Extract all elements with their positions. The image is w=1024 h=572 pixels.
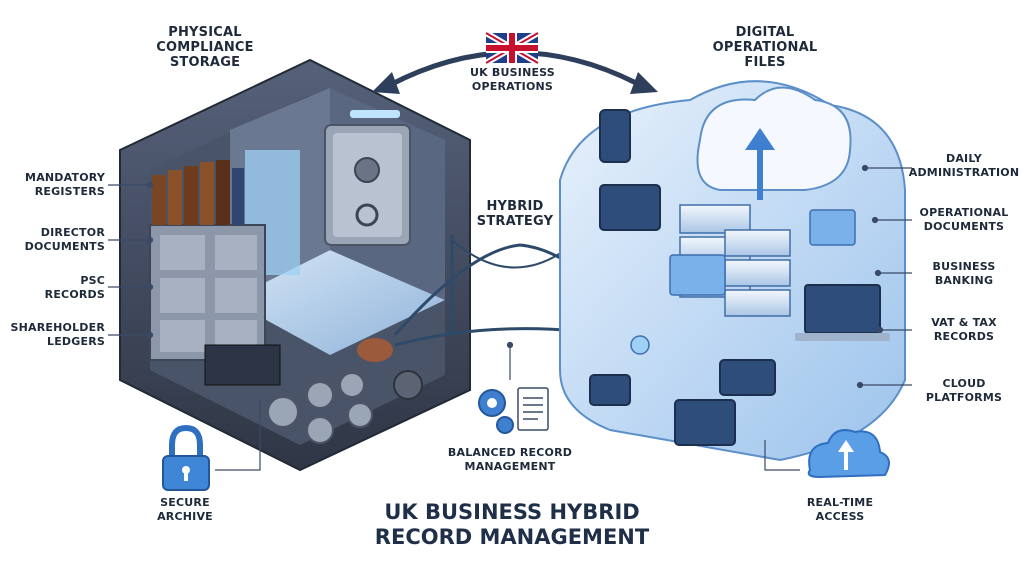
safe-icon	[324, 124, 411, 246]
tablet-device	[599, 184, 661, 231]
padlock-icon	[162, 424, 210, 491]
left-callout-lines	[108, 181, 261, 471]
label-vat-tax-records-line2: RECORDS	[933, 330, 995, 343]
label-shareholder-ledgers-line2: LEDGERS	[47, 335, 105, 348]
label-shareholder-ledgers: SHAREHOLDER LEDGERS	[5, 321, 105, 349]
label-uk-business-operations: UK BUSINESS OPERATIONS	[455, 66, 570, 94]
physical-heading-line2: COMPLIANCE	[156, 40, 254, 55]
main-title-line1: UK BUSINESS HYBRID	[384, 500, 640, 524]
label-secure-archive-line1: SECURE	[160, 496, 210, 509]
label-real-time-access-line2: ACCESS	[815, 510, 865, 523]
book-stack	[204, 344, 281, 386]
phone-device	[599, 109, 631, 163]
label-cloud-platforms-line1: CLOUD	[942, 377, 986, 390]
vault-floor	[230, 250, 445, 355]
label-balanced-line2: MANAGEMENT	[464, 460, 556, 473]
digital-heading-line2: OPERATIONAL	[712, 40, 818, 55]
label-director-documents-line1: DIRECTOR	[40, 226, 105, 239]
cloud-icon	[696, 86, 852, 191]
ledger-books	[152, 160, 244, 225]
physical-heading-line1: PHYSICAL	[168, 25, 242, 40]
cloud-upload-icon	[807, 429, 890, 479]
label-mandatory-registers: MANDATORY REGISTERS	[5, 171, 105, 199]
label-secure-archive-line2: ARCHIVE	[157, 510, 213, 523]
phone-device-3	[589, 374, 631, 406]
main-title: UK BUSINESS HYBRID RECORD MANAGEMENT	[300, 500, 724, 550]
label-director-documents: DIRECTOR DOCUMENTS	[5, 226, 105, 254]
label-operational-documents-line2: DOCUMENTS	[923, 220, 1005, 233]
label-mandatory-registers-line2: REGISTERS	[34, 185, 105, 198]
physical-heading-line3: STORAGE	[169, 55, 241, 70]
physical-heading: PHYSICAL COMPLIANCE STORAGE	[150, 25, 260, 70]
label-operational-documents-line1: OPERATIONAL	[919, 206, 1009, 219]
wax-seal	[393, 370, 423, 400]
label-uk-business-operations-line1: UK BUSINESS	[470, 66, 555, 79]
right-callout-lines	[506, 164, 912, 471]
label-cloud-platforms-line2: PLATFORMS	[925, 391, 1003, 404]
label-operational-documents: OPERATIONAL DOCUMENTS	[908, 206, 1020, 234]
gears-document-icon	[478, 387, 549, 434]
label-uk-business-operations-line2: OPERATIONS	[471, 80, 554, 93]
label-balanced-line1: BALANCED RECORD	[447, 446, 573, 459]
label-psc-records: PSC RECORDS	[5, 274, 105, 302]
arrow-head-right	[630, 72, 658, 94]
uk-flag-icon	[484, 30, 540, 66]
laptop-base	[795, 333, 890, 341]
digital-heading-line3: FILES	[744, 55, 786, 70]
main-title-line2: RECORD MANAGEMENT	[374, 525, 650, 549]
tablet-device-2	[674, 399, 736, 446]
label-mandatory-registers-line1: MANDATORY	[25, 171, 105, 184]
label-real-time-access: REAL-TIME ACCESS	[790, 496, 890, 524]
label-real-time-access-line1: REAL-TIME	[806, 496, 874, 509]
label-psc-records-line1: PSC	[80, 274, 105, 287]
label-shareholder-ledgers-line1: SHAREHOLDER	[10, 321, 105, 334]
label-business-banking: BUSINESS BANKING	[908, 260, 1020, 288]
seal-stamp	[357, 338, 393, 362]
digital-heading: DIGITAL OPERATIONAL FILES	[700, 25, 830, 70]
label-cloud-platforms: CLOUD PLATFORMS	[908, 377, 1020, 405]
laptop-device	[804, 284, 881, 334]
vault-ceiling-light	[350, 110, 400, 118]
label-business-banking-line1: BUSINESS	[932, 260, 996, 273]
label-hybrid-strategy-line1: HYBRID	[486, 199, 544, 214]
gears-cluster	[267, 372, 373, 444]
phone-device-2	[719, 359, 776, 396]
label-daily-administration: DAILY ADMINISTRATION	[908, 152, 1020, 180]
arrow-head-left	[372, 72, 400, 94]
digital-heading-line1: DIGITAL	[735, 25, 795, 40]
label-vat-tax-records: VAT & TAX RECORDS	[908, 316, 1020, 344]
label-business-banking-line2: BANKING	[934, 274, 994, 287]
label-hybrid-strategy: HYBRID STRATEGY	[470, 199, 560, 229]
digital-cloud-illustration	[559, 80, 906, 462]
folder-icon	[809, 209, 856, 246]
node-icon	[630, 335, 650, 355]
label-director-documents-line2: DOCUMENTS	[24, 240, 105, 253]
physical-vault-illustration	[119, 58, 471, 472]
label-daily-administration-line2: ADMINISTRATION	[908, 166, 1020, 179]
label-daily-administration-line1: DAILY	[946, 152, 982, 165]
label-hybrid-strategy-line2: STRATEGY	[476, 214, 554, 229]
label-vat-tax-records-line1: VAT & TAX	[931, 316, 997, 329]
label-balanced-record-management: BALANCED RECORD MANAGEMENT	[440, 446, 580, 474]
folder-icon-2	[669, 254, 726, 296]
label-secure-archive: SECURE ARCHIVE	[140, 496, 230, 524]
label-psc-records-line2: RECORDS	[44, 288, 105, 301]
filing-cabinet	[149, 224, 266, 361]
